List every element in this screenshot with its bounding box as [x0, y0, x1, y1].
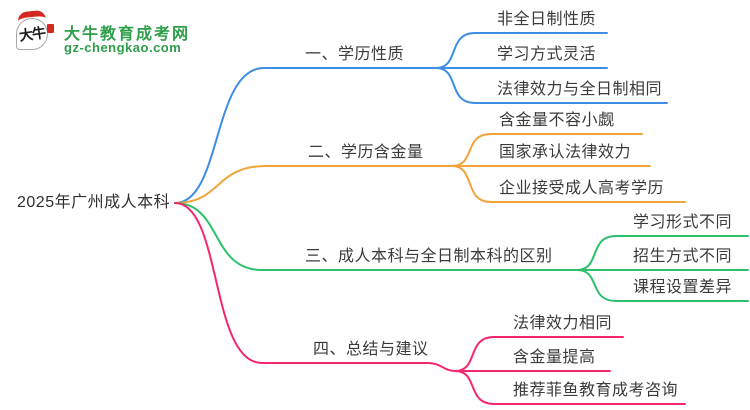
site-logo[interactable]: 大牛 大牛教育成考网 gz-chengkao.com	[14, 9, 244, 62]
branch-1-child-3[interactable]: 法律效力与全日制相同	[497, 81, 663, 98]
branch-2-child-3[interactable]: 企业接受成人高考学历	[499, 180, 665, 197]
branch-1-node[interactable]: 一、学历性质	[305, 46, 405, 63]
branch-3-child-1-line	[576, 235, 749, 271]
branch-4-child-3[interactable]: 推荐菲鱼教育成考咨询	[513, 382, 679, 399]
root-node[interactable]: 2025年广州成人本科	[17, 194, 171, 211]
branch-2-main-line	[174, 165, 453, 204]
branch-3-child-3[interactable]: 课程设置差异	[633, 279, 733, 296]
branch-3-child-3-line	[576, 269, 749, 302]
branch-2-child-2[interactable]: 国家承认法律效力	[499, 144, 632, 161]
branch-1-child-2[interactable]: 学习方式灵活	[497, 46, 597, 63]
branch-2-child-3-line	[451, 165, 686, 203]
logo-red-seal-icon	[47, 24, 54, 33]
branch-4-main-line	[174, 202, 456, 372]
branch-4-child-2[interactable]: 含金量提高	[513, 349, 596, 366]
branch-2-node[interactable]: 二、学历含金量	[308, 144, 424, 161]
branch-4-node[interactable]: 四、总结与建议	[313, 341, 429, 358]
branch-1-main-line	[174, 67, 437, 204]
branch-1-child-1-line	[435, 32, 608, 69]
branch-1-child-3-line	[435, 67, 668, 104]
branch-1-child-1[interactable]: 非全日制性质	[497, 11, 597, 28]
branch-4-child-1-line	[454, 336, 624, 372]
logo-site-domain: gz-chengkao.com	[64, 40, 182, 55]
branch-3-node[interactable]: 三、成人本科与全日制本科的区别	[305, 248, 553, 265]
branch-4-child-1[interactable]: 法律效力相同	[513, 315, 613, 332]
branch-2-child-1-line	[451, 133, 643, 167]
logo-site-name: 大牛教育成考网	[64, 26, 191, 43]
branch-3-child-2[interactable]: 招生方式不同	[633, 248, 733, 265]
branch-3-main-line	[174, 202, 578, 271]
logo-bubble-icon: 大牛	[16, 18, 48, 50]
branch-2-child-1[interactable]: 含金量不容小觑	[499, 112, 615, 129]
branch-4-child-3-line	[454, 370, 686, 405]
branch-3-child-1[interactable]: 学习形式不同	[633, 214, 733, 231]
